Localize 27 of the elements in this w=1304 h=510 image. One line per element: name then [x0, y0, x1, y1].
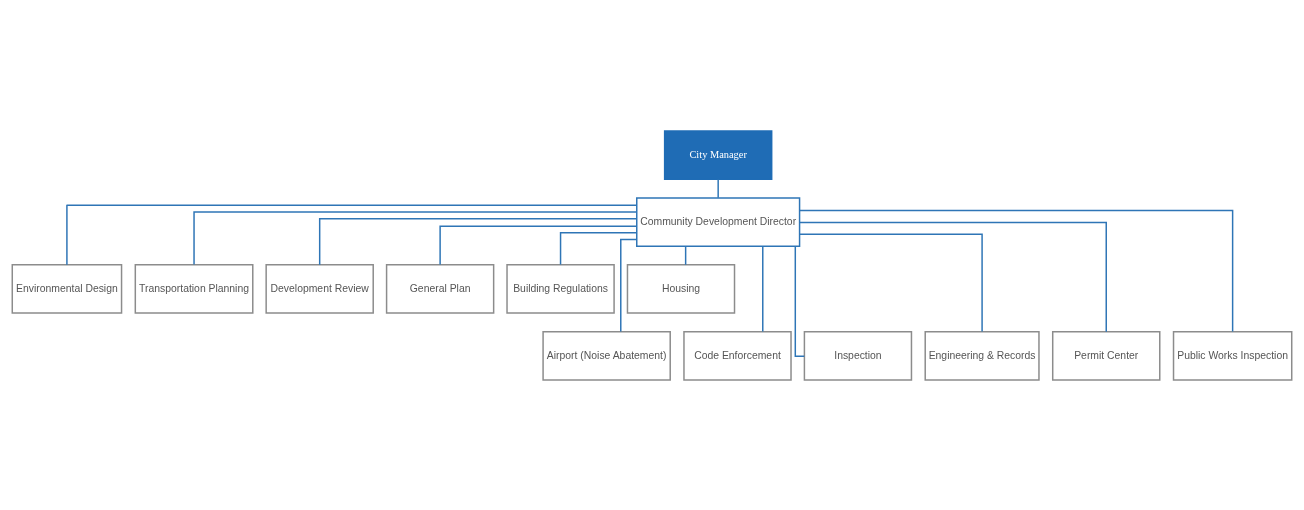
- connector: [318, 217, 638, 266]
- connector: [66, 204, 638, 265]
- node-box: Housing: [626, 263, 736, 314]
- node-box: Inspection: [803, 330, 913, 381]
- connector: [798, 209, 1234, 332]
- node-box: Airport (Noise Abatement): [542, 330, 671, 381]
- connector: [717, 178, 719, 199]
- node-box: Environmental Design: [11, 263, 123, 314]
- node-box: Code Enforcement: [683, 330, 792, 381]
- node-box: General Plan: [385, 263, 495, 314]
- connector: [762, 245, 764, 332]
- node-box: City Manager: [663, 129, 773, 180]
- connector: [794, 245, 805, 357]
- connector: [559, 231, 638, 265]
- node-box: Building Regulations: [506, 263, 615, 314]
- node-box: Engineering & Records: [924, 330, 1040, 381]
- connector: [620, 238, 638, 332]
- node-box: Transportation Planning: [134, 263, 254, 314]
- connector: [799, 221, 1107, 332]
- node-box: Permit Center: [1051, 330, 1161, 381]
- connector: [799, 233, 983, 332]
- node-box: Public Works Inspection: [1172, 330, 1293, 381]
- connector: [684, 245, 687, 265]
- connector: [439, 224, 638, 265]
- node-box: Community Development Director: [636, 196, 801, 247]
- connector: [193, 210, 638, 265]
- node-box: Development Review: [265, 263, 374, 314]
